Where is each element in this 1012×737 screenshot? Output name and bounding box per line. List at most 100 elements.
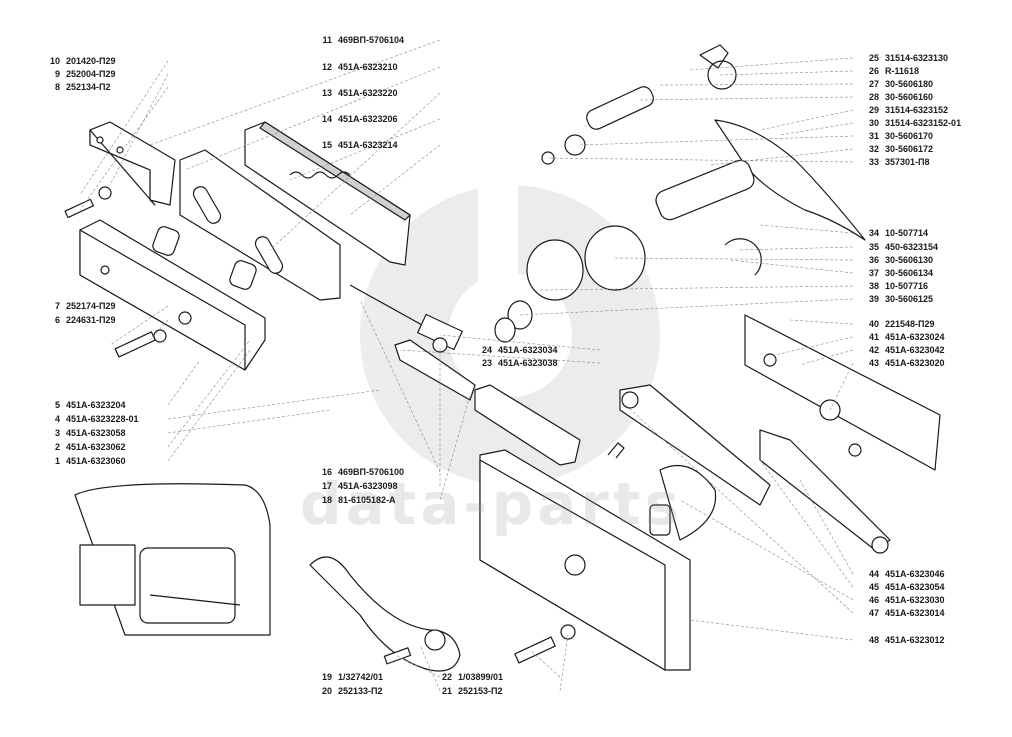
callout-part-number: 252133-П2 bbox=[338, 686, 383, 696]
leader-28 bbox=[639, 96, 854, 101]
leader-47 bbox=[619, 399, 854, 614]
leader-23 bbox=[399, 349, 601, 364]
callout-part-number: 450-6323154 bbox=[885, 242, 939, 252]
callout-number: 8 bbox=[54, 82, 60, 92]
callout-number: 15 bbox=[321, 140, 332, 150]
leader-5 bbox=[167, 359, 201, 406]
leader-32 bbox=[709, 148, 854, 166]
callout-part-number: 451А-6323042 bbox=[885, 345, 945, 355]
callout-part-number: 451А-6323204 bbox=[66, 400, 126, 410]
callout-part-number: 451А-6323020 bbox=[885, 358, 945, 368]
channel-rail bbox=[244, 121, 411, 266]
vehicle-inset bbox=[74, 483, 271, 636]
leader-lines bbox=[79, 39, 854, 692]
cam-spindle bbox=[607, 442, 717, 541]
callout-part-number: 451А-6323214 bbox=[338, 140, 398, 150]
callout-part-number: 81-6105182-А bbox=[338, 495, 396, 505]
callout-part-number: 252153-П2 bbox=[458, 686, 503, 696]
base-plate bbox=[479, 449, 691, 671]
leader-26 bbox=[719, 70, 854, 76]
callout-number: 20 bbox=[321, 686, 332, 696]
leader-33 bbox=[547, 157, 854, 163]
callout-part-number: 451А-6323228-01 bbox=[66, 414, 139, 424]
bushings bbox=[152, 226, 257, 290]
callout-part-number: 451А-6323024 bbox=[885, 332, 945, 342]
leader-2 bbox=[167, 339, 251, 448]
leader-31 bbox=[579, 135, 854, 146]
leader-15 bbox=[349, 144, 441, 216]
leader-21 bbox=[559, 634, 569, 692]
callout-part-number: 451А-6323034 bbox=[498, 345, 558, 355]
threaded-rod bbox=[349, 284, 463, 353]
slotted-guide-plate bbox=[179, 149, 341, 301]
callout-part-number: 30-5606170 bbox=[885, 131, 934, 141]
callout-number: 19 bbox=[321, 672, 332, 682]
leader-14 bbox=[289, 118, 441, 181]
callout-part-number: 31514-6323130 bbox=[885, 53, 949, 63]
leader-45 bbox=[759, 459, 854, 588]
t-handle bbox=[655, 119, 866, 241]
callout-part-number: 224631-П29 bbox=[66, 315, 116, 325]
leader-46 bbox=[679, 499, 854, 601]
callout-number: 26 bbox=[868, 66, 879, 76]
callout-number: 35 bbox=[868, 242, 879, 252]
callout-21: 21 252153-П2 bbox=[430, 686, 503, 697]
callout-number: 17 bbox=[321, 481, 332, 491]
leader-19 bbox=[394, 654, 441, 678]
callout-number: 25 bbox=[868, 53, 879, 63]
leader-30 bbox=[779, 122, 854, 136]
callout-part-number: 469ВП-5706104 bbox=[338, 35, 405, 45]
callout-number: 22 bbox=[441, 672, 452, 682]
callout-number: 7 bbox=[54, 301, 60, 311]
leader-12 bbox=[184, 66, 441, 171]
callout-part-number: 31514-6323152-01 bbox=[885, 118, 962, 128]
callout-part-number: 30-5606160 bbox=[885, 92, 934, 102]
leader-44 bbox=[799, 479, 854, 575]
lever-plates bbox=[619, 384, 891, 554]
callout-number: 5 bbox=[54, 400, 60, 410]
inner-handle bbox=[309, 556, 461, 672]
callout-part-number: 221548-П29 bbox=[885, 319, 935, 329]
callout-15: 15 451А-6323214 bbox=[310, 140, 398, 151]
callout-20: 20 252133-П2 bbox=[310, 686, 383, 697]
leader-7 bbox=[109, 305, 169, 346]
callout-number: 6 bbox=[54, 315, 60, 325]
callout-number: 27 bbox=[868, 79, 879, 89]
callout-number: 36 bbox=[868, 255, 879, 265]
callout-number: 13 bbox=[321, 88, 332, 98]
leader-42 bbox=[799, 349, 854, 366]
leader-9 bbox=[109, 73, 169, 186]
callout-number: 39 bbox=[868, 294, 879, 304]
callout-number: 11 bbox=[322, 35, 332, 45]
callout-number: 38 bbox=[868, 281, 879, 291]
callout-number: 14 bbox=[321, 114, 332, 124]
callout-part-number: 10-507716 bbox=[885, 281, 929, 291]
callout-number: 21 bbox=[441, 686, 452, 696]
callout-number: 16 bbox=[321, 467, 332, 477]
callout-number: 23 bbox=[481, 358, 492, 368]
callout-number: 18 bbox=[321, 495, 332, 505]
callout-part-number: 451А-6323046 bbox=[885, 569, 945, 579]
callout-35: 35 450-6323154 bbox=[857, 242, 938, 253]
callout-25: 25 31514-6323130 bbox=[857, 53, 948, 64]
callout-number: 10 bbox=[49, 56, 60, 66]
callout-part-number: 451А-6323206 bbox=[338, 114, 398, 124]
callout-number: 32 bbox=[868, 144, 879, 154]
leader-37 bbox=[729, 259, 854, 274]
leader-41 bbox=[774, 336, 854, 356]
